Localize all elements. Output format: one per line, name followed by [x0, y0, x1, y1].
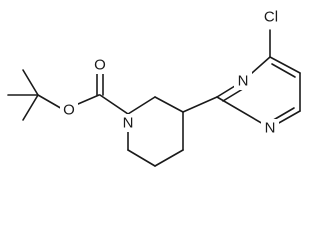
atom-chlorine: Cl [264, 9, 278, 26]
bond-pip-pyrimidine [182, 96, 218, 113]
atom-pyrimidine-n3: N [238, 73, 249, 90]
atom-ester-oxygen: O [63, 102, 75, 119]
bond-pip-n-c2 [127, 96, 156, 115]
atom-carbonyl-oxygen: O [94, 57, 106, 74]
atom-pyrimidine-n1: N [265, 120, 276, 137]
molecule-diagram: O O N N N Cl [7, 8, 301, 167]
bond-tbu-methyl-top [22, 69, 39, 96]
bond-pyr-c4-c5 [269, 56, 301, 74]
bond-tbu-methyl-bottom [22, 94, 39, 121]
bond-pip-c5-c6 [127, 149, 156, 167]
structure-canvas: O O N N N Cl [7, 8, 301, 167]
atom-piperidine-nitrogen: N [123, 115, 134, 132]
bond-tbu-ester-o [37, 94, 65, 111]
bond-carbonyl-c-n [99, 94, 129, 115]
bond-pip-c2-c3 [154, 96, 184, 113]
bond-pip-c4-c5 [154, 149, 184, 167]
bond-pyr-c4-c5-inner [271, 63, 296, 78]
